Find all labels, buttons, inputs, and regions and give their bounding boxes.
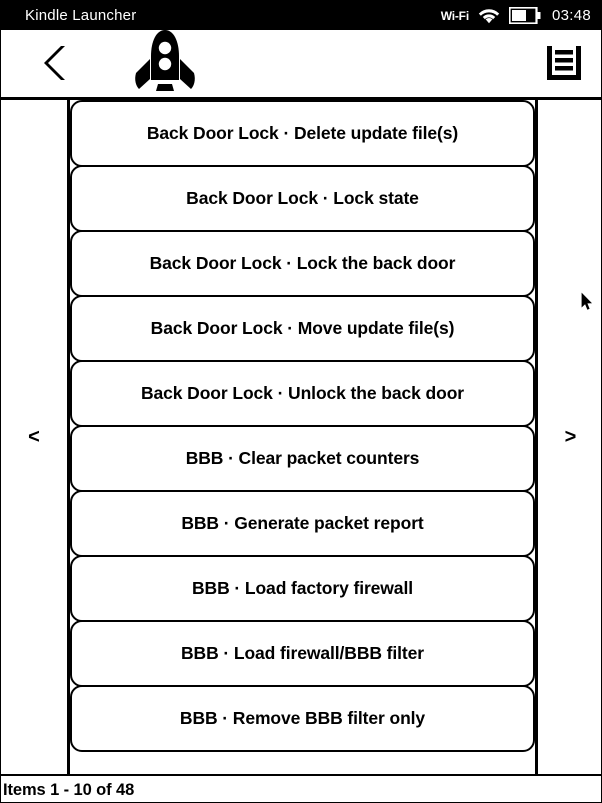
list-item-label: BBB · Clear packet counters xyxy=(185,448,420,468)
list-item[interactable]: Back Door Lock · Move update file(s) xyxy=(70,295,535,362)
list-item-label: BBB · Load firewall/BBB filter xyxy=(181,643,424,663)
previous-page-button[interactable]: < xyxy=(1,100,70,774)
list-item[interactable]: BBB · Load factory firewall xyxy=(70,555,535,622)
list-item-label: BBB · Remove BBB filter only xyxy=(179,708,426,728)
wifi-label: Wi-Fi xyxy=(440,8,469,23)
list-item-label: Back Door Lock · Delete update file(s) xyxy=(146,123,459,143)
battery-icon xyxy=(508,7,541,24)
hamburger-menu-icon xyxy=(545,45,583,86)
footer-bar: Items 1 - 10 of 48 xyxy=(1,774,601,802)
status-bar: Kindle Launcher Wi-Fi 03:48 xyxy=(1,1,601,30)
status-bar-title: Kindle Launcher xyxy=(25,7,137,24)
list-item-label: Back Door Lock · Lock state xyxy=(186,188,419,208)
list-item[interactable]: BBB · Remove BBB filter only xyxy=(70,685,535,752)
list-item-label: BBB · Generate packet report xyxy=(181,513,424,533)
list-item-label: Back Door Lock · Lock the back door xyxy=(149,253,456,273)
list-item-label: Back Door Lock · Unlock the back door xyxy=(140,383,465,403)
list-item-label: Back Door Lock · Move update file(s) xyxy=(150,318,455,338)
list-item[interactable]: Back Door Lock · Lock state xyxy=(70,165,535,232)
rocket-icon xyxy=(131,29,199,98)
list-item[interactable]: BBB · Clear packet counters xyxy=(70,425,535,492)
item-count-status: Items 1 - 10 of 48 xyxy=(3,780,135,799)
next-page-button[interactable]: > xyxy=(535,100,601,774)
next-page-arrow-icon: > xyxy=(564,426,577,448)
app-toolbar xyxy=(1,30,601,100)
list-item[interactable]: BBB · Generate packet report xyxy=(70,490,535,557)
list-item[interactable]: BBB · Load firewall/BBB filter xyxy=(70,620,535,687)
list-item-label: BBB · Load factory firewall xyxy=(192,578,413,598)
status-bar-clock: 03:48 xyxy=(551,7,591,24)
back-chevron-icon xyxy=(40,43,70,88)
list-item[interactable]: Back Door Lock · Delete update file(s) xyxy=(70,100,535,167)
back-button[interactable] xyxy=(29,40,81,90)
previous-page-arrow-icon: < xyxy=(28,426,40,448)
status-bar-indicators: Wi-Fi 03:48 xyxy=(441,7,591,24)
app-logo xyxy=(129,30,201,98)
menu-button[interactable] xyxy=(542,43,586,87)
launcher-item-list: Back Door Lock · Delete update file(s) B… xyxy=(70,100,535,774)
content-area: < Back Door Lock · Delete update file(s)… xyxy=(1,100,601,774)
list-item[interactable]: Back Door Lock · Lock the back door xyxy=(70,230,535,297)
list-item[interactable]: Back Door Lock · Unlock the back door xyxy=(70,360,535,427)
wifi-signal-icon xyxy=(478,8,500,24)
